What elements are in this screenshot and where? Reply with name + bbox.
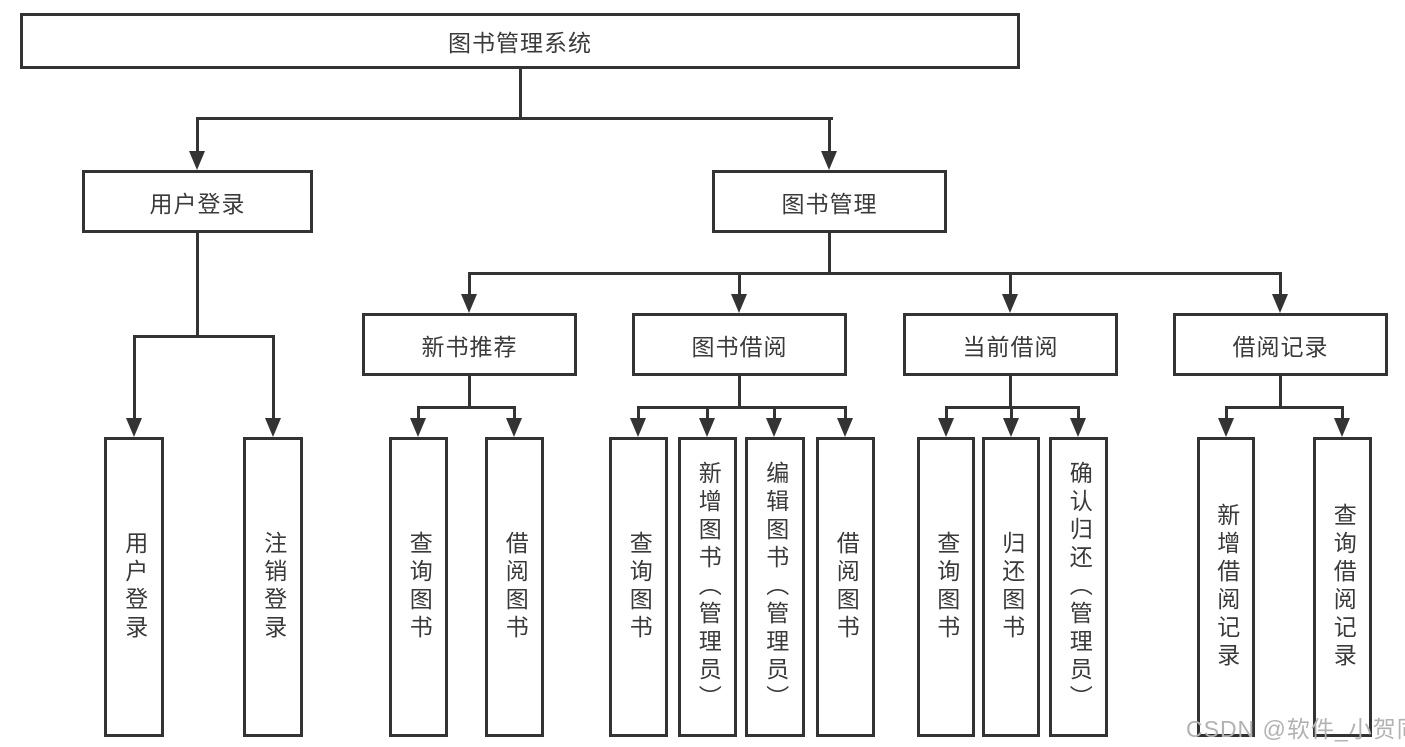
leaf-logout: 注销登录: [243, 437, 303, 737]
connector-current-borrow-leaf2-shaft: [1010, 406, 1013, 419]
arrow-to-borrow-record: [1272, 294, 1288, 313]
arrow-to-user-login-leaf1: [126, 418, 142, 437]
connector-user-login-leaf1-shaft: [133, 335, 136, 419]
node-user-login: 用户登录: [82, 170, 313, 233]
connector-book-borrow-shaft: [738, 272, 741, 295]
node-book-mgmt: 图书管理: [712, 170, 947, 233]
node-user-login-label: 用户登录: [149, 190, 246, 217]
arrow-to-new-book: [461, 294, 477, 313]
node-book-mgmt-label: 图书管理: [781, 190, 878, 217]
arrow-to-borrow-record-leaf1: [1218, 418, 1234, 437]
connector-book-borrow-split: [637, 406, 847, 409]
connector-user-login-stem: [196, 233, 199, 336]
leaf-current-query-label: 查询图书: [933, 531, 960, 643]
node-new-book-label: 新书推荐: [421, 333, 518, 360]
leaf-record-add-label: 新增借阅记录: [1213, 503, 1240, 671]
arrow-to-book-mgmt: [821, 151, 837, 170]
arrow-to-book-borrow: [731, 294, 747, 313]
connector-level2-split: [196, 117, 833, 120]
arrow-to-current-borrow-leaf3: [1070, 418, 1086, 437]
connector-current-borrow-stem: [1009, 376, 1012, 408]
leaf-borrow-query: 查询图书: [609, 437, 668, 737]
connector-current-borrow-shaft: [1009, 272, 1012, 295]
leaf-current-confirm-return: 确认归还（管理员）: [1049, 437, 1108, 737]
node-root: 图书管理系统: [20, 13, 1020, 69]
arrow-to-new-book-leaf1: [410, 418, 426, 437]
leaf-current-confirm-return-label: 确认归还（管理员）: [1066, 461, 1093, 713]
connector-current-borrow-leaf3-shaft: [1077, 406, 1080, 419]
arrow-to-new-book-leaf2: [506, 418, 522, 437]
node-borrow-record-label: 借阅记录: [1232, 333, 1329, 360]
arrow-to-book-borrow-leaf4: [837, 418, 853, 437]
arrow-to-book-borrow-leaf2: [699, 418, 715, 437]
leaf-newbook-query-label: 查询图书: [406, 531, 433, 643]
leaf-borrow-borrow-book-label: 借阅图书: [833, 531, 860, 643]
node-current-borrow: 当前借阅: [903, 313, 1118, 376]
node-book-borrow-label: 图书借阅: [691, 333, 788, 360]
leaf-borrow-add-book: 新增图书（管理员）: [678, 437, 737, 737]
leaf-user-login: 用户登录: [104, 437, 164, 737]
csdn-watermark: CSDN @软件_小贺同学: [1186, 716, 1405, 742]
arrow-to-borrow-record-leaf2: [1334, 418, 1350, 437]
leaf-current-query: 查询图书: [917, 437, 975, 737]
connector-user-login-leaf2-shaft: [272, 335, 275, 419]
arrow-to-user-login-leaf2: [265, 418, 281, 437]
connector-book-borrow-leaf4-shaft: [844, 406, 847, 419]
arrow-to-current-borrow-leaf1: [938, 418, 954, 437]
leaf-newbook-query: 查询图书: [389, 437, 448, 737]
connector-borrow-record-shaft: [1279, 272, 1282, 295]
node-book-borrow: 图书借阅: [632, 313, 847, 376]
connector-book-borrow-leaf1-shaft: [637, 406, 640, 419]
connector-new-book-stem: [468, 376, 471, 408]
arrow-to-user-login: [189, 151, 205, 170]
connector-new-book-leaf1-shaft: [417, 406, 420, 419]
connector-book-borrow-leaf3-shaft: [773, 406, 776, 419]
leaf-user-login-label: 用户登录: [121, 531, 148, 643]
arrow-to-book-borrow-leaf3: [766, 418, 782, 437]
leaf-current-return-label: 归还图书: [998, 531, 1025, 643]
connector-current-borrow-leaf1-shaft: [945, 406, 948, 419]
leaf-record-add: 新增借阅记录: [1197, 437, 1255, 737]
leaf-record-query-label: 查询借阅记录: [1330, 503, 1357, 671]
connector-borrow-record-leaf2-shaft: [1341, 406, 1344, 419]
node-current-borrow-label: 当前借阅: [962, 333, 1059, 360]
connector-user-login-split: [133, 335, 275, 338]
connector-book-borrow-leaf2-shaft: [706, 406, 709, 419]
connector-book-mgmt-stem: [828, 233, 831, 274]
leaf-newbook-borrow: 借阅图书: [485, 437, 544, 737]
leaf-borrow-borrow-book: 借阅图书: [816, 437, 875, 737]
leaf-current-return: 归还图书: [982, 437, 1040, 737]
arrow-to-book-borrow-leaf1: [630, 418, 646, 437]
connector-borrow-record-leaf1-shaft: [1225, 406, 1228, 419]
connector-book-borrow-stem: [738, 376, 741, 408]
connector-root-stem: [519, 69, 522, 118]
connector-level3-split: [468, 272, 1282, 275]
leaf-borrow-edit-book: 编辑图书（管理员）: [745, 437, 805, 737]
connector-borrow-record-stem: [1279, 376, 1282, 408]
arrow-to-current-borrow: [1002, 294, 1018, 313]
connector-new-book-leaf2-shaft: [513, 406, 516, 419]
arrow-to-current-borrow-leaf2: [1003, 418, 1019, 437]
node-root-label: 图书管理系统: [448, 30, 592, 56]
node-new-book: 新书推荐: [362, 313, 577, 376]
leaf-borrow-edit-book-label: 编辑图书（管理员）: [762, 461, 789, 713]
leaf-newbook-borrow-label: 借阅图书: [502, 531, 529, 643]
leaf-logout-label: 注销登录: [260, 531, 287, 643]
leaf-borrow-query-label: 查询图书: [626, 531, 653, 643]
connector-borrow-record-split: [1225, 406, 1344, 409]
connector-book-mgmt-shaft: [828, 117, 831, 152]
connector-user-login-shaft: [196, 117, 199, 152]
connector-new-book-split: [417, 406, 516, 409]
leaf-borrow-add-book-label: 新增图书（管理员）: [695, 461, 722, 713]
node-borrow-record: 借阅记录: [1173, 313, 1388, 376]
leaf-record-query: 查询借阅记录: [1313, 437, 1372, 737]
connector-new-book-shaft: [468, 272, 471, 295]
